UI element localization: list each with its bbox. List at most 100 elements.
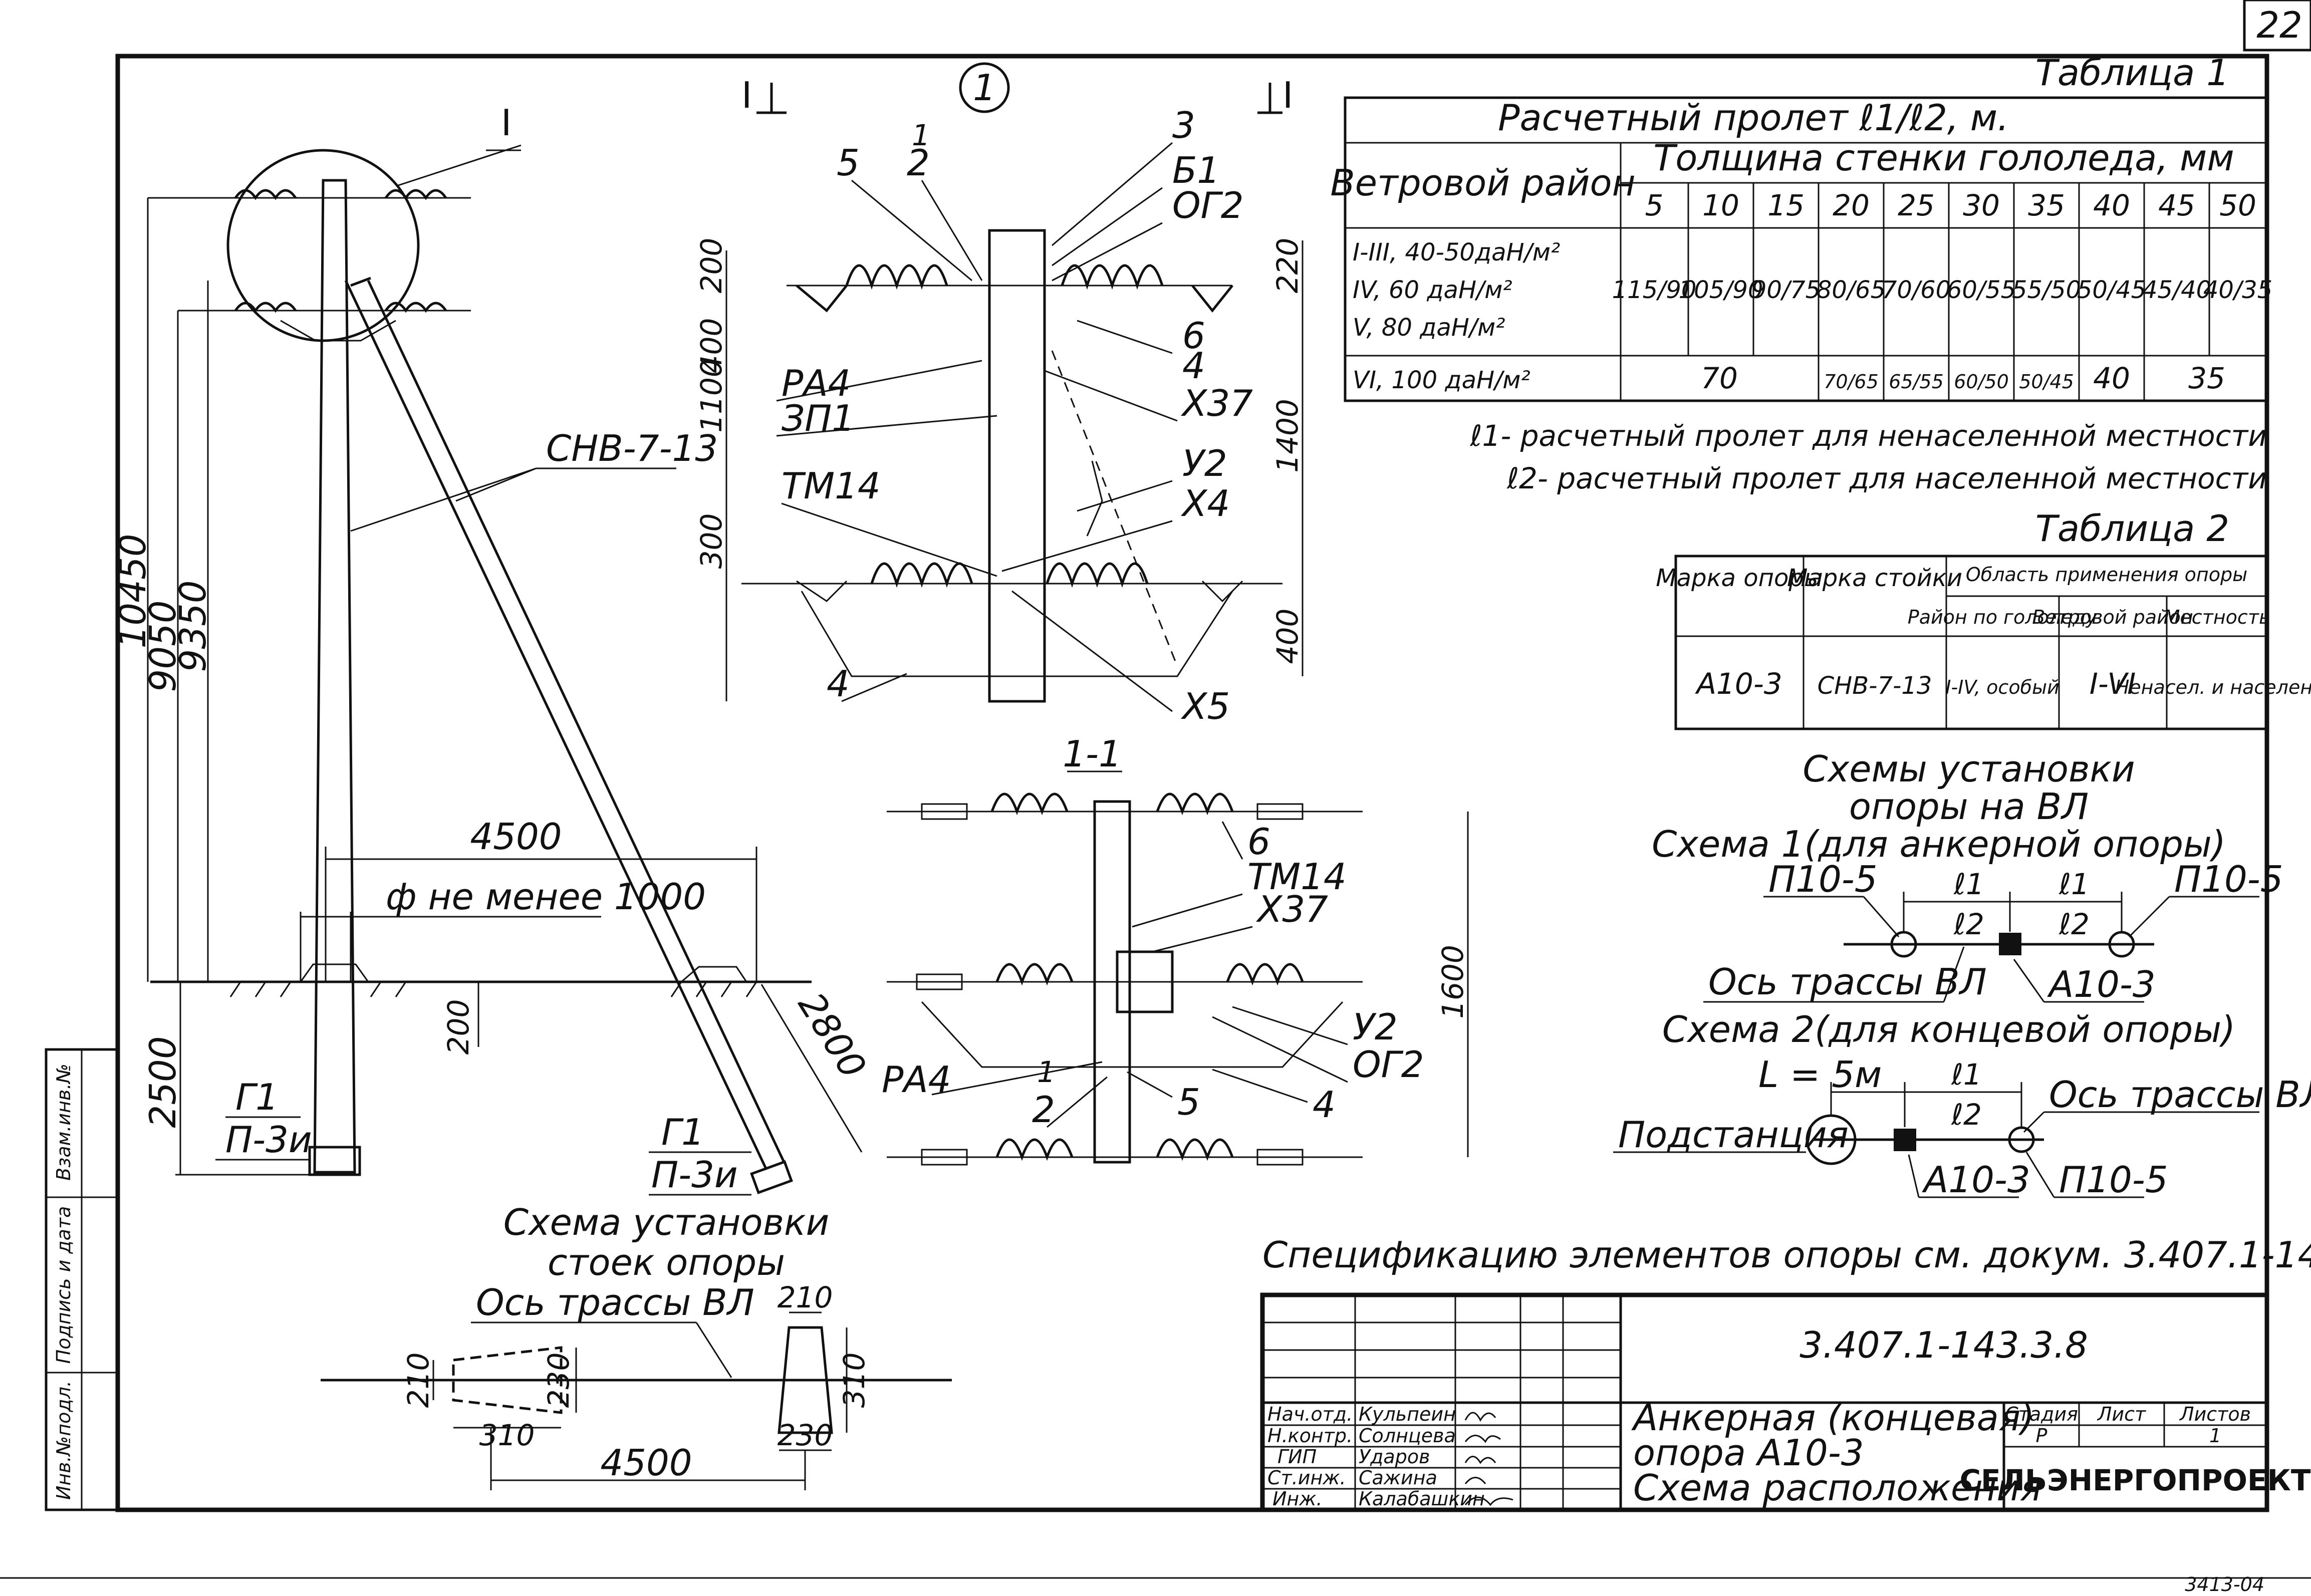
sec-label-4: 4 xyxy=(1313,1084,1336,1126)
t2-h-ice: Район по гололеду xyxy=(1908,606,2098,628)
label-5: 5 xyxy=(837,142,860,184)
dim-d300: 300 xyxy=(694,513,728,569)
sec-label-ra4: РА4 xyxy=(882,1058,951,1101)
vi-6: 35 xyxy=(2188,361,2225,395)
tb-name-3: Сажина xyxy=(1359,1467,1437,1489)
s2-l2c: ℓ2 xyxy=(1951,1098,1982,1132)
main-pole-view: I СНВ-7-13 10450 9050 9350 4500 ф не мен… xyxy=(112,102,874,1196)
dim-d1400: 1400 xyxy=(1270,399,1305,473)
table1-wind-header: Ветровой район xyxy=(1330,162,1635,204)
dim-d200: 200 xyxy=(694,238,728,294)
pole-mark-label: СНВ-7-13 xyxy=(546,427,718,469)
tb-name-4: Калабашкин xyxy=(1359,1488,1485,1510)
stamp-replacement: Взам.инв.№ xyxy=(53,1063,75,1181)
p3u-left: П-3и xyxy=(225,1119,312,1161)
main-pole xyxy=(313,179,356,1174)
thk-9: 50 xyxy=(2219,188,2256,222)
dim-4500: 4500 xyxy=(470,816,562,858)
racks-title-b: стоек опоры xyxy=(548,1241,785,1283)
thk-1: 10 xyxy=(1702,188,1739,222)
s1-l2b: ℓ2 xyxy=(2059,907,2090,941)
racks-d4500: 4500 xyxy=(600,1442,692,1484)
frac-1: 105/90 xyxy=(1679,276,1763,304)
table-two: Таблица 2 Марка опоры Марка стойки Облас… xyxy=(1656,507,2311,730)
tb-role-4: Инж. xyxy=(1272,1488,1323,1510)
tb-org: СЕЛЬЭНЕРГОПРОЕКТ xyxy=(1959,1463,2310,1497)
label-3: 3 xyxy=(1172,104,1195,146)
stamp-original-inv: Инв.№подл. xyxy=(53,1381,75,1500)
thk-5: 30 xyxy=(1963,188,2000,222)
table1-note1: ℓ1- расчетный пролет для ненаселенной ме… xyxy=(1470,419,2267,453)
section-mark-left: I xyxy=(741,74,752,116)
region-row-1: I-III, 40-50даН/м² xyxy=(1353,238,1560,267)
sec-label-1: 1 xyxy=(1037,1055,1056,1089)
t2-place: Ненасел. и населен. xyxy=(2115,676,2311,698)
vi-4: 50/45 xyxy=(2019,371,2074,393)
tb-doc-code: 3.407.1-143.3.8 xyxy=(1800,1324,2088,1366)
bottom-mark: 3413-04 xyxy=(2185,1573,2264,1594)
label-x5: Х5 xyxy=(1180,685,1230,727)
phi-note: ф не менее 1000 xyxy=(386,876,706,918)
p3u-right: П-3и xyxy=(651,1154,738,1196)
vi-5: 40 xyxy=(2093,361,2130,395)
t2-h-rack: Марка стойки xyxy=(1787,564,1962,592)
frac-9: 40/35 xyxy=(2203,276,2272,304)
tb-name-2: Ударов xyxy=(1359,1446,1430,1468)
s1-l1a: ℓ1 xyxy=(1953,867,1984,901)
title-block: 3.407.1-143.3.8 Нач.отд. Н.контр. ГИП Ст… xyxy=(1260,1292,2311,1512)
thk-3: 20 xyxy=(1833,188,1870,222)
frac-8: 45/40 xyxy=(2142,276,2211,304)
thk-8: 45 xyxy=(2158,188,2195,222)
g1-left: Г1 xyxy=(235,1076,279,1118)
label-1: 1 xyxy=(912,118,930,152)
t2-rack: СНВ-7-13 xyxy=(1818,672,1932,700)
t2-ice: I-IV, особый xyxy=(1945,676,2059,698)
dim-10450: 10450 xyxy=(112,534,154,648)
vi-3: 60/50 xyxy=(1954,371,2009,393)
scheme1-title: Схема 1(для анкерной опоры) xyxy=(1652,823,2226,865)
signatures xyxy=(1464,1412,1513,1506)
frac-5: 60/55 xyxy=(1947,276,2016,304)
t2-wind: I-VI xyxy=(2090,667,2136,701)
label-og2: ОГ2 xyxy=(1172,184,1244,226)
section-mark-right: I xyxy=(1282,74,1293,116)
detail-one-view: 1 I I 200 400 1100 300 220 1400 400 5 1 … xyxy=(694,62,1305,727)
s1-axis: Ось трассы ВЛ xyxy=(1708,961,1987,1003)
tb-role-3: Ст.инж. xyxy=(1267,1467,1346,1489)
label-b1: Б1 xyxy=(1172,149,1220,191)
dim-2500: 2500 xyxy=(142,1036,184,1128)
s2-l1c: ℓ1 xyxy=(1951,1057,1982,1092)
dim-2800: 2800 xyxy=(790,985,874,1086)
sec-label-u2: У2 xyxy=(1353,1006,1398,1048)
schemes-title-b: опоры на ВЛ xyxy=(1849,785,2089,828)
s2-a103: А10-3 xyxy=(1922,1159,2030,1201)
tb-h-stage: Стадия xyxy=(2005,1403,2078,1425)
sec-label-tm14: ТМ14 xyxy=(1247,856,1347,898)
sec-label-og2: ОГ2 xyxy=(1353,1043,1424,1086)
frac-3: 80/65 xyxy=(1817,276,1886,304)
section-view: 1-1 1600 6 ТМ14 Х37 У2 ОГ2 РА4 1 2 xyxy=(882,733,1470,1166)
s1-p105-right: П10-5 xyxy=(2174,858,2283,900)
vi-0: 70 xyxy=(1701,361,1738,395)
s2-substation: Подстанция xyxy=(1618,1114,1849,1156)
racks-scheme: Схема установки стоек опоры Ось трассы В… xyxy=(321,1201,952,1490)
tb-name-0: Кульпеин xyxy=(1359,1403,1456,1425)
region-row-4: VI, 100 даН/м² xyxy=(1353,366,1530,394)
s2-axis: Ось трассы ВЛ xyxy=(2049,1074,2311,1116)
frac-6: 55/50 xyxy=(2012,276,2081,304)
dim-9350: 9350 xyxy=(172,580,214,672)
s2-p105: П10-5 xyxy=(2059,1159,2168,1201)
tb-h-sheets: Листов xyxy=(2179,1403,2251,1425)
s1-l1b: ℓ1 xyxy=(2059,867,2090,901)
dim-d220: 220 xyxy=(1270,238,1305,294)
dim-d1100: 1100 xyxy=(694,359,728,433)
tb-name-line3: Схема расположения xyxy=(1633,1467,2041,1509)
label-6: 6 xyxy=(1182,315,1205,357)
section-title: 1-1 xyxy=(1063,733,1122,775)
table1-note2: ℓ2- расчетный пролет для населенной мест… xyxy=(1506,461,2267,495)
tb-role-2: ГИП xyxy=(1277,1446,1317,1468)
frac-7: 50/45 xyxy=(2077,276,2146,304)
thk-6: 35 xyxy=(2028,188,2065,222)
label-4b: 4 xyxy=(827,663,850,705)
racks-d230a: 230 xyxy=(542,1353,576,1408)
